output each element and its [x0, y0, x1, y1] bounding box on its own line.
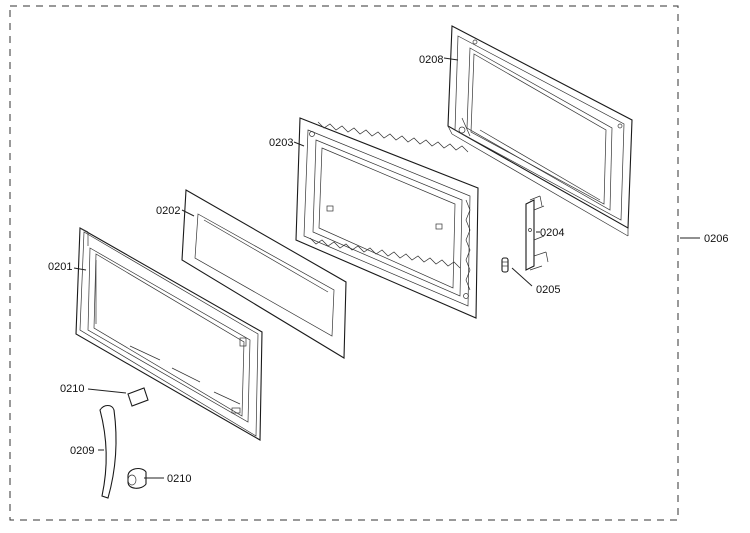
label-spring: 0205	[536, 284, 560, 296]
handle	[99, 404, 117, 499]
handle-cap-bottom	[127, 467, 147, 489]
label-handle-cap-top: 0210	[60, 383, 84, 395]
label-hinge-bracket: 0204	[540, 227, 564, 239]
leader-lines	[73, 57, 700, 479]
label-glass-panel: 0202	[156, 205, 180, 217]
spring	[501, 257, 509, 273]
outer-door-frame	[75, 227, 263, 441]
label-inner-door: 0203	[269, 137, 293, 149]
label-door-frame: 0201	[48, 261, 72, 273]
label-choke-seal: 0208	[419, 54, 443, 66]
choke-seal-frame	[447, 25, 633, 237]
hinge-bracket	[525, 195, 549, 271]
label-assembly: 0206	[704, 233, 728, 245]
assembly-boundary	[9, 5, 679, 521]
label-handle: 0209	[70, 445, 94, 457]
inner-door-panel	[295, 117, 479, 319]
glass-panel	[181, 189, 347, 359]
label-handle-cap-bottom: 0210	[167, 473, 191, 485]
handle-cap-top	[127, 387, 149, 407]
